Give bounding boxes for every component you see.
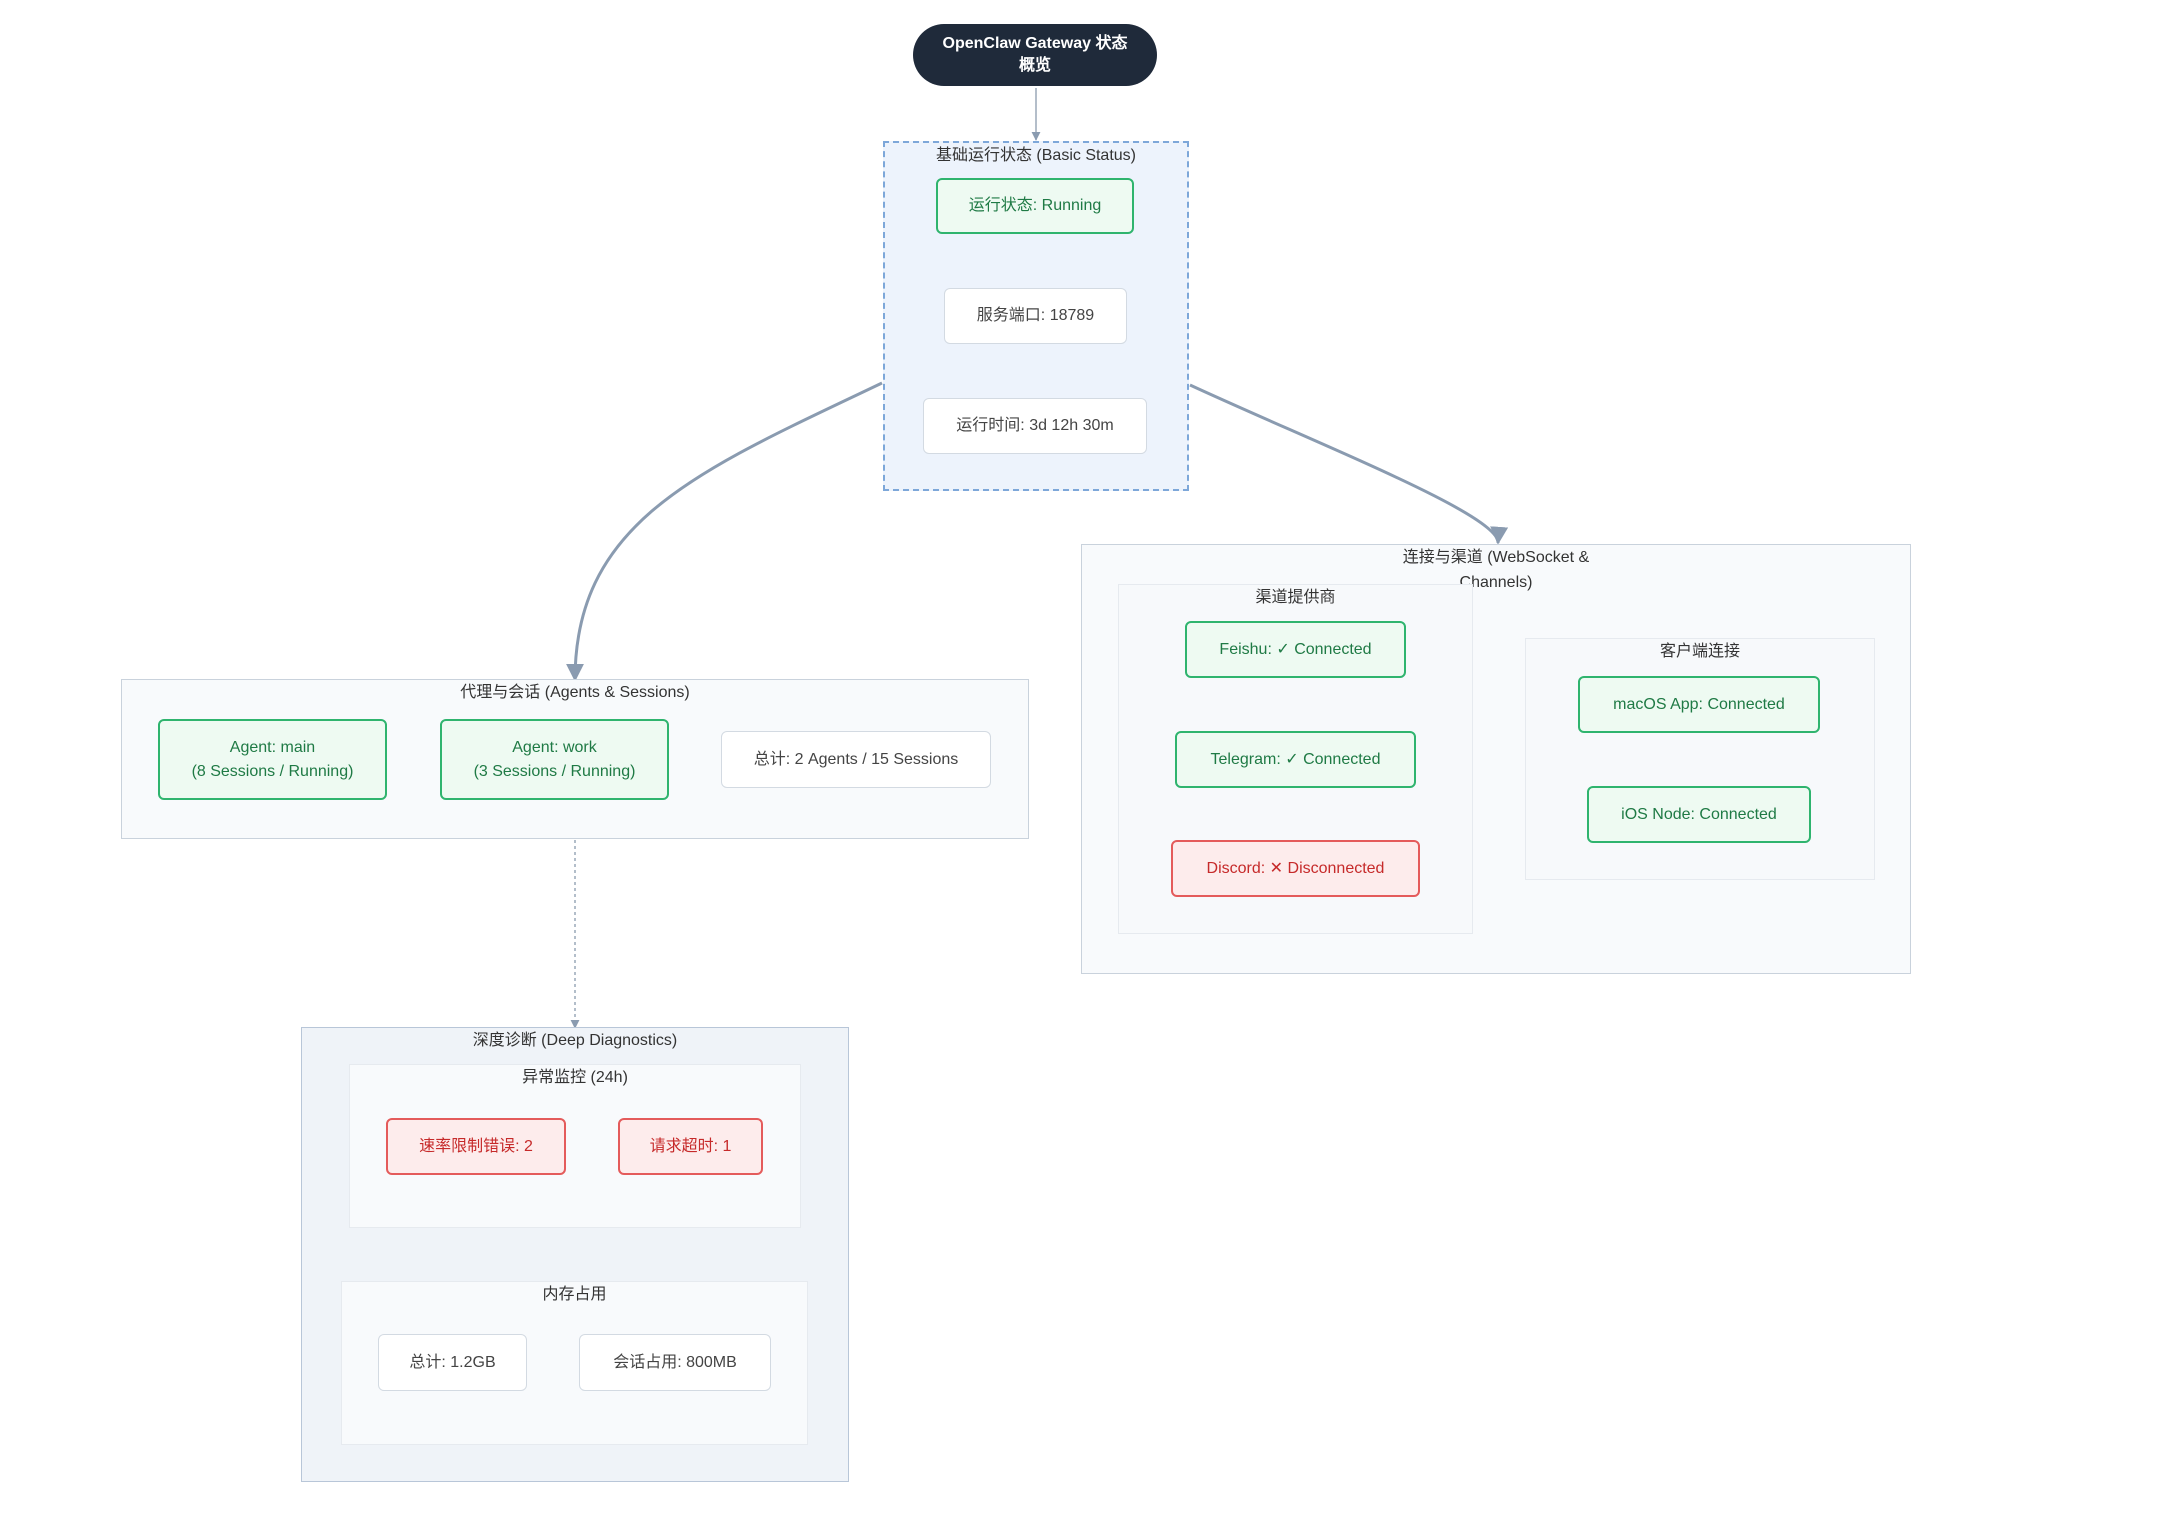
node-run-status: 运行状态: Running xyxy=(936,178,1134,234)
node-macos-app: macOS App: Connected xyxy=(1578,676,1820,733)
node-telegram: Telegram: ✓ Connected xyxy=(1175,731,1416,788)
group-client-connections-label: 客户端连接 xyxy=(1659,643,1740,660)
group-memory-usage-label: 内存占用 xyxy=(542,1286,607,1303)
node-memory-sessions: 会话占用: 800MB xyxy=(579,1334,771,1391)
group-channel-providers-label: 渠道提供商 xyxy=(1255,589,1336,606)
node-memory-total: 总计: 1.2GB xyxy=(378,1334,527,1391)
node-feishu: Feishu: ✓ Connected xyxy=(1185,621,1406,678)
group-client-connections: 客户端连接 xyxy=(1525,638,1875,880)
node-rate-limit-errors: 速率限制错误: 2 xyxy=(386,1118,566,1175)
group-basic-status-label: 基础运行状态 (Basic Status) xyxy=(935,147,1137,164)
diagram-title-text: OpenClaw Gateway 状态概览 xyxy=(942,35,1128,74)
node-ios-node: iOS Node: Connected xyxy=(1587,786,1811,843)
group-deep-diagnostics-label: 深度诊断 (Deep Diagnostics) xyxy=(472,1032,678,1049)
node-agent-work: Agent: work (3 Sessions / Running) xyxy=(440,719,669,800)
group-agents-sessions-label: 代理与会话 (Agents & Sessions) xyxy=(460,684,690,701)
group-connections-label: 连接与渠道 (WebSocket & Channels) xyxy=(1402,549,1590,591)
node-discord: Discord: ✕ Disconnected xyxy=(1171,840,1420,897)
node-uptime: 运行时间: 3d 12h 30m xyxy=(923,398,1147,454)
node-agents-total: 总计: 2 Agents / 15 Sessions xyxy=(721,731,991,788)
edge-basic-to-agents xyxy=(566,381,883,682)
group-anomaly-monitor-label: 异常监控 (24h) xyxy=(522,1069,628,1086)
node-request-timeouts: 请求超时: 1 xyxy=(618,1118,763,1175)
node-agent-main: Agent: main (8 Sessions / Running) xyxy=(158,719,387,800)
diagram-title: OpenClaw Gateway 状态概览 xyxy=(913,24,1157,86)
node-service-port: 服务端口: 18789 xyxy=(944,288,1127,344)
edge-basic-to-connections xyxy=(1189,383,1509,545)
